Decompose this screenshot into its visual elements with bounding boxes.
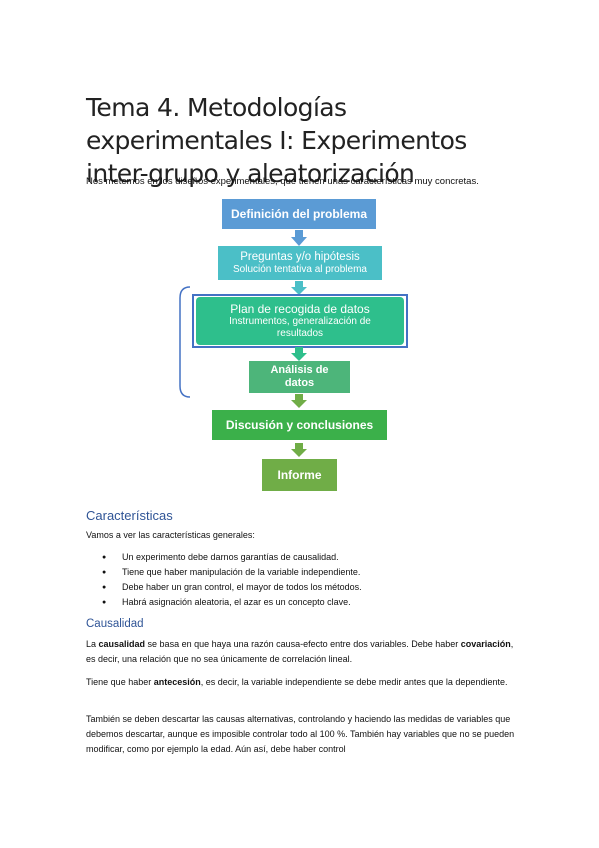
flow-arrow-4	[291, 394, 307, 408]
flow-box-discussion: Discusión y conclusiones	[212, 410, 387, 440]
bold-term-covariacion: covariación	[460, 639, 511, 649]
flow-box-problem: Definición del problema	[222, 199, 376, 229]
flow-box-analysis: Análisis de datos	[249, 361, 350, 393]
flow-box-plan-sub: Instrumentos, generalización de resultad…	[229, 315, 371, 339]
list-item: Un experimento debe darnos garantías de …	[98, 550, 362, 565]
section1-lead: Vamos a ver las características generale…	[86, 530, 255, 540]
flow-box-plan-label: Plan de recogida de datos	[230, 301, 370, 316]
intro-text: Nos metemos en los diseños experimentale…	[86, 176, 479, 187]
paragraph-causalidad: La causalidad se basa en que haya una ra…	[86, 637, 516, 667]
characteristics-list: Un experimento debe darnos garantías de …	[98, 550, 362, 610]
flow-arrow-3	[291, 347, 307, 361]
left-bracket	[179, 286, 191, 398]
bold-term-causalidad: causalidad	[98, 639, 146, 649]
flow-arrow-1	[291, 230, 307, 246]
page-title: Tema 4. Metodologías experimentales I: E…	[86, 92, 467, 188]
text-run: se basa en que haya una razón causa-efec…	[145, 639, 461, 649]
list-item: Habrá asignación aleatoria, el azar es u…	[98, 595, 362, 610]
flow-box-hypothesis: Preguntas y/o hipótesis Solución tentati…	[218, 246, 382, 280]
flow-box-plan: Plan de recogida de datos Instrumentos, …	[196, 297, 404, 345]
section-heading-causalidad: Causalidad	[86, 618, 144, 630]
list-item: Debe haber un gran control, el mayor de …	[98, 580, 362, 595]
flow-box-problem-label: Definición del problema	[230, 206, 368, 221]
flow-arrow-5	[291, 443, 307, 457]
bold-term-antecesion: antecesión	[153, 677, 201, 687]
text-run: Tiene que haber	[86, 677, 154, 687]
flow-box-discussion-label: Discusión y conclusiones	[225, 417, 374, 432]
text-run: La	[86, 639, 99, 649]
flow-box-hypothesis-sub: Solución tentativa al problema	[233, 263, 367, 275]
flow-box-report-label: Informe	[277, 467, 322, 482]
flow-box-analysis-label: Análisis de datos	[270, 364, 329, 389]
flow-box-report: Informe	[262, 459, 337, 491]
section-heading-caracteristicas: Características	[86, 508, 173, 523]
text-run: , es decir, una relación que no sea únic…	[86, 639, 514, 664]
text-run: , es decir, la variable independiente se…	[200, 677, 508, 687]
paragraph-causas-alternativas: También se deben descartar las causas al…	[86, 714, 515, 754]
flow-arrow-2	[291, 281, 307, 295]
paragraph-antecesion: Tiene que haber antecesión, es decir, la…	[86, 675, 516, 690]
flow-box-hypothesis-label: Preguntas y/o hipótesis	[240, 250, 360, 263]
list-item: Tiene que haber manipulación de la varia…	[98, 565, 362, 580]
